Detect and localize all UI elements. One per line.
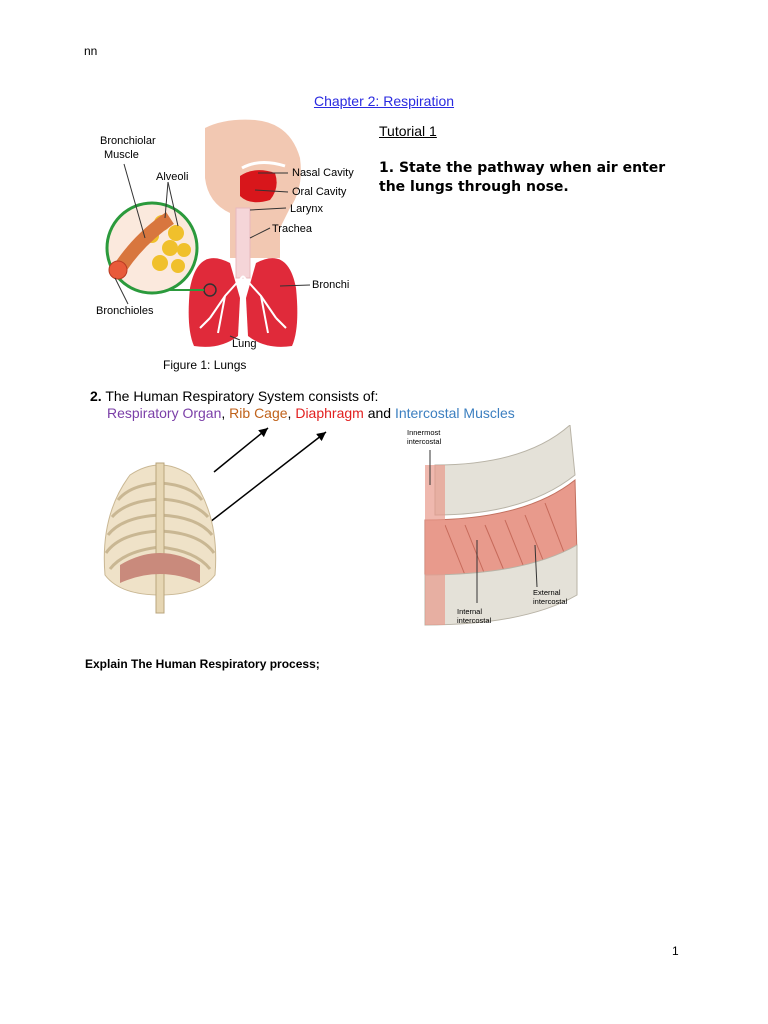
label-innermost: Innermost: [407, 428, 441, 437]
label-external: External: [533, 588, 561, 597]
separator: ,: [287, 405, 296, 421]
bronchiole-end: [108, 260, 128, 280]
label-internal-intercostal: intercostal: [457, 616, 492, 625]
label-innermost-intercostal: intercostal: [407, 437, 442, 446]
diaphragm-shape: [120, 553, 200, 583]
ribs: [104, 481, 216, 570]
tutorial-title: Tutorial 1: [379, 123, 437, 139]
bronchi-tree: [199, 275, 287, 334]
question-2: 2. The Human Respiratory System consists…: [90, 386, 378, 406]
label-muscle: Muscle: [104, 149, 139, 161]
question-1-text: State the pathway when air enter the lun…: [379, 160, 666, 195]
upper-rib: [434, 425, 576, 516]
intercostal-leader-lines: [429, 450, 538, 603]
label-lung: Lung: [232, 338, 256, 350]
trachea-shape: [235, 207, 251, 279]
figure-1-caption: Figure 1: Lungs: [163, 358, 247, 372]
chapter-title-link[interactable]: Chapter 2: Respiration: [313, 93, 455, 109]
left-lung-shape: [188, 258, 240, 347]
leader-lines: [114, 163, 311, 341]
label-internal: Internal: [457, 607, 482, 616]
right-lung-shape: [246, 258, 298, 347]
rib-cage-illustration: [103, 462, 217, 614]
intercostal-muscles-illustration: Innermost intercostal External intercost…: [407, 425, 578, 626]
question-1: 1. State the pathway when air enter the …: [379, 159, 669, 197]
component-respiratory-organ: Respiratory Organ: [107, 405, 222, 421]
arrow-to-rib-cage: [213, 427, 269, 473]
label-bronchi: Bronchi: [312, 279, 349, 291]
question-2-number: 2.: [90, 388, 102, 404]
innermost-muscle: [425, 465, 445, 625]
label-bronchioles: Bronchioles: [96, 305, 154, 317]
label-oral-cavity: Oral Cavity: [292, 186, 347, 198]
lower-rib: [424, 544, 578, 626]
label-bronchiolar: Bronchiolar: [100, 135, 156, 147]
component-intercostal-muscles: Intercostal Muscles: [394, 405, 515, 421]
muscle-fibers: [444, 502, 566, 576]
arrow-to-diaphragm: [209, 431, 327, 523]
conjunction: and: [363, 405, 395, 421]
question-1-number: 1.: [379, 160, 395, 176]
respiratory-system-illustration: Bronchiolar Muscle Alveoli Nasal Cavity …: [96, 119, 354, 350]
component-diaphragm: Diaphragm: [295, 405, 364, 421]
spine: [155, 462, 165, 614]
page-number: 1: [672, 944, 679, 958]
explain-prompt: Explain The Human Respiratory process;: [85, 657, 320, 671]
label-larynx: Larynx: [290, 203, 324, 215]
question-2-intro: The Human Respiratory System consists of…: [105, 388, 379, 404]
respiratory-components: Respiratory Organ, Rib Cage, Diaphragm a…: [107, 405, 515, 421]
pointer-arrows: [209, 427, 327, 523]
separator: ,: [221, 405, 230, 421]
oral-cavity-shape: [240, 170, 277, 203]
component-rib-cage: Rib Cage: [229, 405, 288, 421]
label-trachea: Trachea: [272, 223, 313, 235]
page-header: nn: [84, 44, 98, 58]
nasal-cavity-shape: [241, 161, 286, 170]
label-nasal-cavity: Nasal Cavity: [292, 167, 354, 179]
label-alveoli: Alveoli: [156, 171, 188, 183]
label-external-intercostal: intercostal: [533, 597, 568, 606]
